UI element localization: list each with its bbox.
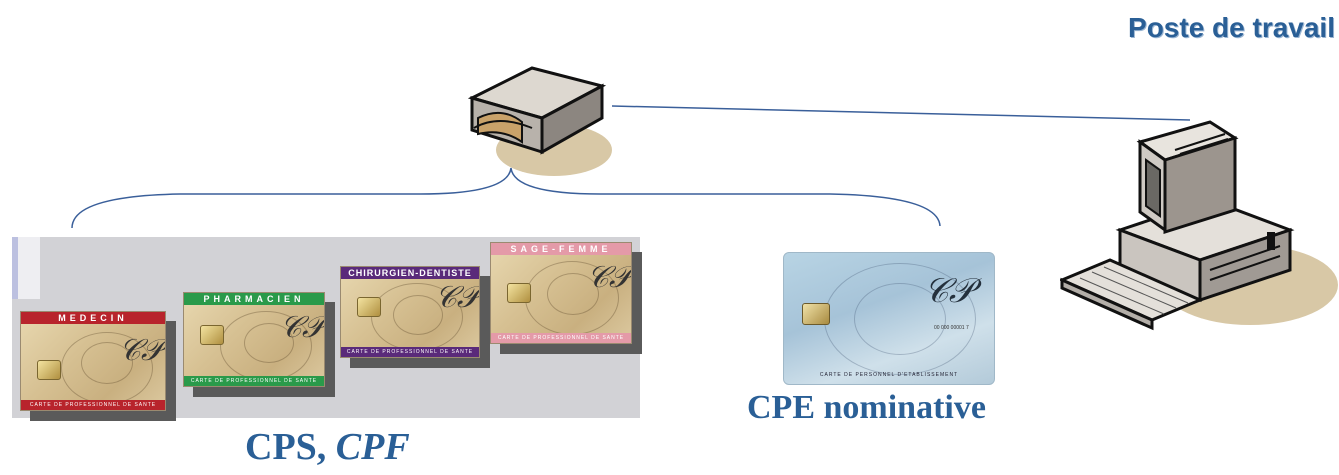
card-band-pharmacien: PHARMACIEN [184, 293, 324, 305]
cpe-caption: CPE nominative [747, 389, 986, 426]
cpe-card: 𝒞𝒫 00 000 00001 7 CARTE DE PERSONNEL D'E… [783, 252, 995, 385]
cps-logo-icon: 𝒞𝒫 [435, 281, 479, 314]
grouping-brace [71, 167, 941, 229]
card-footer-sage-femme: CARTE DE PROFESSIONNEL DE SANTE [491, 333, 631, 343]
card-band-chirurgien-dentiste: CHIRURGIEN-DENTISTE [341, 267, 479, 279]
card-footer-chirurgien-dentiste: CARTE DE PROFESSIONNEL DE SANTE [341, 347, 479, 357]
card-sage-femme: SAGE-FEMME 𝒞𝒫 CARTE DE PROFESSIONNEL DE … [490, 242, 632, 344]
cps-logo-icon: 𝒞𝒫 [587, 261, 631, 294]
chip-icon [507, 283, 531, 303]
cps-caption-main: CPS, [245, 426, 336, 468]
workstation-label: Poste de travail [1128, 12, 1335, 43]
card-footer-medecin: CARTE DE PROFESSIONNEL DE SANTE [21, 400, 165, 410]
card-band-medecin: MEDECIN [21, 312, 165, 324]
chip-icon [37, 360, 61, 380]
card-chirurgien-dentiste: CHIRURGIEN-DENTISTE 𝒞𝒫 CARTE DE PROFESSI… [340, 266, 480, 358]
chip-icon [200, 325, 224, 345]
cps-caption: CPS, CPF [245, 425, 410, 469]
card-band-sage-femme: SAGE-FEMME [491, 243, 631, 255]
cps-logo-icon: 𝒞𝒫 [119, 334, 163, 367]
desktop-computer-icon [1060, 120, 1338, 331]
card-medecin: MEDECIN 𝒞𝒫 CARTE DE PROFESSIONNEL DE SAN… [20, 311, 166, 411]
chip-icon [357, 297, 381, 317]
smart-card-reader-icon [467, 66, 612, 176]
reader-to-computer-line [611, 105, 1191, 121]
cpe-card-number: 00 000 00001 7 [934, 325, 969, 331]
cpe-card-footer: CARTE DE PERSONNEL D'ETABLISSEMENT [819, 372, 959, 378]
card-pharmacien: PHARMACIEN 𝒞𝒫 CARTE DE PROFESSIONNEL DE … [183, 292, 325, 387]
cps-caption-italic: CPF [335, 426, 410, 468]
card-footer-pharmacien: CARTE DE PROFESSIONNEL DE SANTE [184, 376, 324, 386]
cps-logo-icon: 𝒞𝒫 [924, 273, 974, 310]
cps-logo-icon: 𝒞𝒫 [280, 311, 324, 344]
panel-stripe-accent [12, 237, 18, 299]
chip-icon [802, 303, 830, 325]
